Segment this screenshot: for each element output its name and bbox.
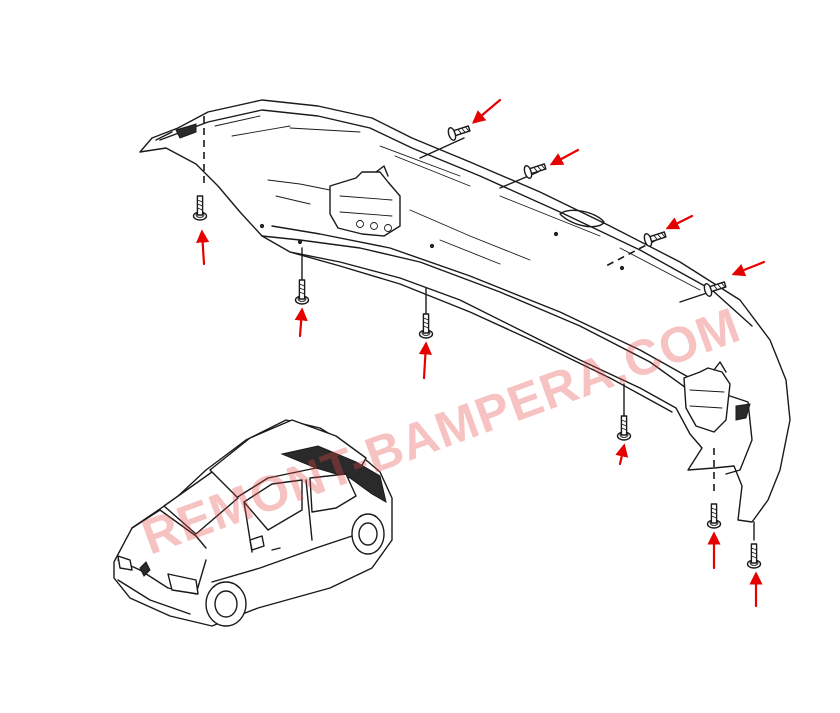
screw-icon-2 (522, 159, 548, 180)
watermark-text: REMONT-BAMPERA.COM (135, 297, 748, 566)
bumper-part (139, 99, 791, 523)
bolt-icon-3 (616, 415, 632, 441)
bolt-icon-4 (706, 503, 722, 529)
car-illustration (113, 419, 393, 627)
watermark: REMONT-BAMPERA.COM (135, 297, 748, 566)
red-arrow-icons (196, 98, 766, 608)
screw-icon-3 (642, 227, 668, 248)
screw-icon-1 (446, 121, 472, 142)
bolt-icon-left (192, 195, 208, 221)
bolt-icon-2 (418, 313, 434, 339)
bolt-icon-5 (746, 543, 762, 569)
bolt-icon-1 (294, 279, 310, 305)
